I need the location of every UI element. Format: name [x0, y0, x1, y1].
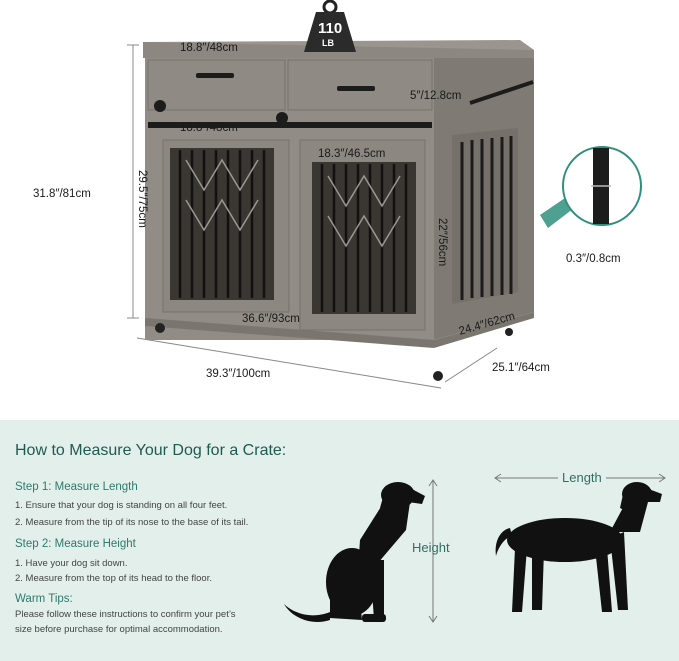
total-depth-label: 25.1″/64cm: [492, 362, 550, 374]
drawer-height-label: 5″/12.8cm: [410, 90, 462, 102]
door-width-right-label: 18.3″/46.5cm: [318, 148, 386, 160]
step1-item-1: 1. Ensure that your dog is standing on a…: [15, 500, 228, 511]
bar-thickness-label: 0.3″/0.8cm: [566, 253, 621, 265]
drawer-handle-right: [337, 86, 375, 91]
guide-title: How to Measure Your Dog for a Crate:: [15, 442, 287, 459]
step2-item-1: 1. Have your dog sit down.: [15, 558, 128, 569]
interior-width-label: 36.6″/93cm: [242, 313, 300, 325]
drawer-width-label: 18.8″/48cm: [180, 42, 238, 54]
tips-heading: Warm Tips:: [15, 593, 73, 605]
dog-illustrations: [284, 473, 666, 623]
tips-line-1: Please follow these instructions to conf…: [15, 609, 236, 620]
total-width-label: 39.3″/100cm: [206, 368, 271, 380]
crate-illustration: [127, 0, 642, 389]
barn-door-rail: [148, 122, 432, 128]
step2-item-2: 2. Measure from the top of its head to t…: [15, 573, 212, 584]
drawer-handle-left: [196, 73, 234, 78]
step1-heading: Step 1: Measure Length: [15, 481, 138, 493]
door-width-left-label: 18.8″/48cm: [180, 122, 238, 134]
measure-guide-panel: How to Measure Your Dog for a Crate: Ste…: [0, 420, 679, 661]
standing-dog-icon: [495, 482, 662, 612]
weight-value: 110: [318, 20, 343, 37]
weight-icon: [304, 0, 356, 52]
step2-heading: Step 2: Measure Height: [15, 538, 136, 550]
total-height-label: 31.8″/81cm: [33, 188, 91, 200]
door-height-right-label: 22″/56cm: [436, 218, 448, 267]
tips-line-2: size before purchase for optimal accommo…: [15, 624, 223, 635]
length-label: Length: [558, 470, 606, 485]
bar-detail-magnifier: [540, 146, 642, 228]
sitting-dog-icon: [284, 482, 425, 623]
height-label: Height: [412, 540, 450, 555]
product-image: 110 LB 18.8″/48cm 5″/12.8cm 18.8″/48cm 1…: [33, 0, 642, 389]
weight-unit: LB: [322, 38, 334, 48]
door-height-left-label: 29.5″/75cm: [136, 170, 148, 228]
step1-item-2: 2. Measure from the tip of its nose to t…: [15, 517, 249, 528]
